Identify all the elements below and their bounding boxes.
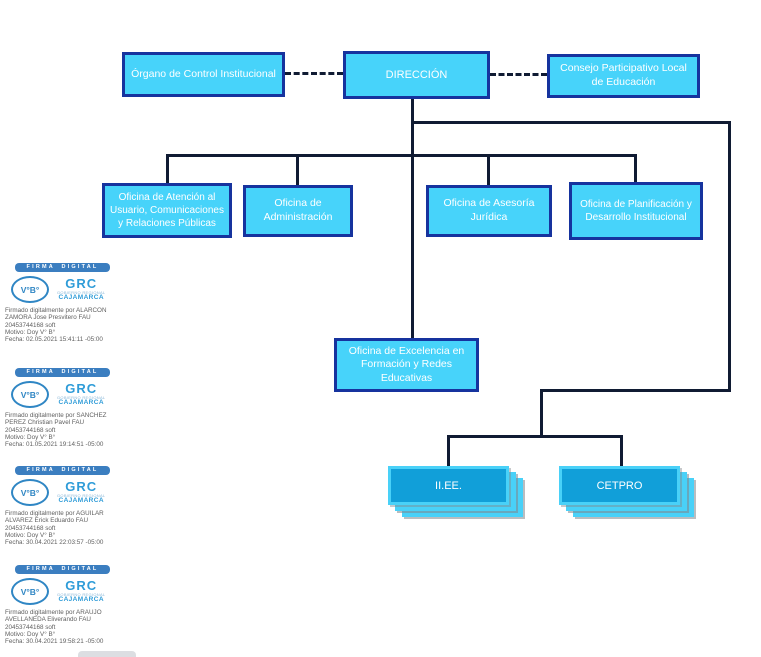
vb-seal-text: V°B° bbox=[20, 487, 40, 498]
signature-line: Firmado digitalmente por ALARCON bbox=[5, 307, 107, 314]
grc-logo: GRC GOBIERNO REGIONAL CAJAMARCA bbox=[57, 277, 105, 302]
node-excelencia: Oficina de Excelencia en Formación y Red… bbox=[334, 338, 479, 392]
node-cetpro: CETPRO bbox=[559, 466, 680, 505]
connector-drop-iiee bbox=[447, 435, 450, 466]
stamp-seal-row: V°B° GRC GOBIERNO REGIONAL CAJAMARCA bbox=[11, 479, 128, 506]
grc-acronym: GRC bbox=[65, 479, 98, 495]
vb-seal-text: V°B° bbox=[20, 284, 40, 295]
signature-stamp: FIRMA DIGITAL V°B° GRC GOBIERNO REGIONAL… bbox=[0, 368, 128, 448]
signature-details: Firmado digitalmente por AGUILAR ALVAREZ… bbox=[5, 510, 128, 546]
connector-stub-planificacion bbox=[634, 154, 637, 182]
grc-region: CAJAMARCA bbox=[58, 596, 104, 604]
node-planificacion: Oficina de Planificación y Desarrollo In… bbox=[569, 182, 703, 240]
node-label: CETPRO bbox=[596, 479, 643, 492]
signature-details: Firmado digitalmente por SANCHEZ PEREZ C… bbox=[5, 412, 128, 448]
connector-stub-atencion bbox=[166, 154, 169, 183]
vb-seal-icon: V°B° bbox=[11, 381, 49, 408]
grc-acronym: GRC bbox=[65, 578, 98, 594]
node-organo-control: Órgano de Control Institucional bbox=[122, 52, 285, 97]
firma-digital-banner: FIRMA DIGITAL bbox=[15, 368, 110, 377]
node-iiee: II.EE. bbox=[388, 466, 509, 505]
signature-line: Motivo: Doy V° B° bbox=[5, 531, 56, 539]
connector-dashed-consejo bbox=[490, 73, 547, 76]
signature-line: ALVAREZ Erick Eduardo FAU bbox=[5, 517, 89, 525]
firma-digital-banner: FIRMA DIGITAL bbox=[15, 263, 110, 272]
grc-acronym: GRC bbox=[65, 276, 98, 292]
node-consejo: Consejo Participativo Local de Educación bbox=[547, 54, 700, 98]
signature-line: Firmado digitalmente por SANCHEZ bbox=[5, 412, 107, 419]
connector-direccion-vertical bbox=[411, 99, 414, 338]
signature-stamp: FIRMA DIGITAL V°B° GRC GOBIERNO REGIONAL… bbox=[0, 565, 128, 645]
connector-drop-cetpro bbox=[620, 435, 623, 466]
stamp-seal-row: V°B° GRC GOBIERNO REGIONAL CAJAMARCA bbox=[11, 276, 128, 303]
node-label: Oficina de Planificación y Desarrollo In… bbox=[580, 199, 692, 223]
node-label: Oficina de Asesoría Jurídica bbox=[443, 197, 535, 223]
grc-logo: GRC GOBIERNO REGIONAL CAJAMARCA bbox=[57, 579, 105, 604]
node-iiee-stack: II.EE. bbox=[388, 466, 523, 517]
signature-line: AVELLANEDA Eliverando FAU bbox=[5, 616, 91, 624]
stamp-seal-row: V°B° GRC GOBIERNO REGIONAL CAJAMARCA bbox=[11, 381, 128, 408]
node-label: II.EE. bbox=[435, 479, 462, 492]
node-label: Oficina de Administración bbox=[263, 197, 333, 223]
connector-dashed-organo bbox=[285, 72, 343, 75]
signature-details: Firmado digitalmente por ALARCON ZAMORA … bbox=[5, 307, 128, 343]
signature-line: Firmado digitalmente por AGUILAR bbox=[5, 510, 104, 517]
vb-seal-text: V°B° bbox=[20, 586, 40, 597]
firma-digital-banner: FIRMA DIGITAL bbox=[15, 565, 110, 574]
node-administracion: Oficina de Administración bbox=[243, 185, 353, 237]
connector-splitter-horizontal bbox=[447, 435, 623, 438]
node-direccion: DIRECCIÓN bbox=[343, 51, 490, 99]
grc-subtitle: GOBIERNO REGIONAL bbox=[57, 493, 106, 499]
signature-stamp: FIRMA DIGITAL V°B° GRC GOBIERNO REGIONAL… bbox=[0, 263, 128, 343]
vb-seal-icon: V°B° bbox=[11, 276, 49, 303]
signature-line: Motivo: Doy V° B° bbox=[5, 328, 56, 336]
signature-line: 20453744168 soft bbox=[5, 426, 56, 434]
connector-right-vertical bbox=[728, 121, 731, 392]
signature-line: 20453744168 soft bbox=[5, 623, 56, 631]
vb-seal-text: V°B° bbox=[20, 389, 40, 400]
signature-line: PEREZ Christian Pavel FAU bbox=[5, 419, 85, 427]
firma-digital-banner: FIRMA DIGITAL bbox=[15, 466, 110, 475]
signature-line: Fecha: 30.04.2021 19:58:21 -05:00 bbox=[5, 638, 104, 646]
connector-back-horizontal bbox=[540, 389, 731, 392]
signature-line: Motivo: Doy V° B° bbox=[5, 630, 56, 638]
vb-seal-icon: V°B° bbox=[11, 578, 49, 605]
connector-top-right-horizontal bbox=[411, 121, 731, 124]
node-atencion: Oficina de Atención al Usuario, Comunica… bbox=[102, 183, 232, 238]
node-label: Consejo Participativo Local de Educación bbox=[560, 62, 687, 88]
vb-seal-icon: V°B° bbox=[11, 479, 49, 506]
signature-details: Firmado digitalmente por ARAUJO AVELLANE… bbox=[5, 609, 128, 645]
partial-stamp-edge bbox=[78, 651, 136, 657]
grc-subtitle: GOBIERNO REGIONAL bbox=[57, 290, 106, 296]
grc-region: CAJAMARCA bbox=[58, 497, 104, 505]
grc-acronym: GRC bbox=[65, 381, 98, 397]
signature-stamp: FIRMA DIGITAL V°B° GRC GOBIERNO REGIONAL… bbox=[0, 466, 128, 546]
signature-line: 20453744168 soft bbox=[5, 321, 56, 329]
connector-stub-asesoria bbox=[487, 154, 490, 185]
grc-logo: GRC GOBIERNO REGIONAL CAJAMARCA bbox=[57, 382, 105, 407]
node-cetpro-stack: CETPRO bbox=[559, 466, 694, 517]
signature-line: ZAMORA Jose Presvitero FAU bbox=[5, 314, 91, 322]
connector-stub-administracion bbox=[296, 154, 299, 185]
node-label: Oficina de Atención al Usuario, Comunica… bbox=[110, 192, 224, 229]
signature-line: Fecha: 02.05.2021 15:41:11 -05:00 bbox=[5, 336, 103, 344]
grc-region: CAJAMARCA bbox=[58, 399, 104, 407]
connector-row2-horizontal bbox=[166, 154, 637, 157]
grc-region: CAJAMARCA bbox=[58, 294, 104, 302]
node-label: DIRECCIÓN bbox=[385, 68, 448, 81]
signature-line: Motivo: Doy V° B° bbox=[5, 433, 56, 441]
stamp-seal-row: V°B° GRC GOBIERNO REGIONAL CAJAMARCA bbox=[11, 578, 128, 605]
node-label: Órgano de Control Institucional bbox=[131, 67, 276, 80]
signature-line: Fecha: 01.05.2021 19:14:51 -05:00 bbox=[5, 441, 104, 449]
node-label: Oficina de Excelencia en Formación y Red… bbox=[348, 344, 465, 384]
grc-subtitle: GOBIERNO REGIONAL bbox=[57, 592, 106, 598]
node-asesoria: Oficina de Asesoría Jurídica bbox=[426, 185, 552, 237]
signature-line: 20453744168 soft bbox=[5, 524, 56, 532]
signature-line: Fecha: 30.04.2021 22:03:57 -05:00 bbox=[5, 539, 104, 547]
grc-subtitle: GOBIERNO REGIONAL bbox=[57, 395, 106, 401]
grc-logo: GRC GOBIERNO REGIONAL CAJAMARCA bbox=[57, 480, 105, 505]
signature-line: Firmado digitalmente por ARAUJO bbox=[5, 609, 102, 616]
connector-mid-vertical bbox=[540, 389, 543, 437]
